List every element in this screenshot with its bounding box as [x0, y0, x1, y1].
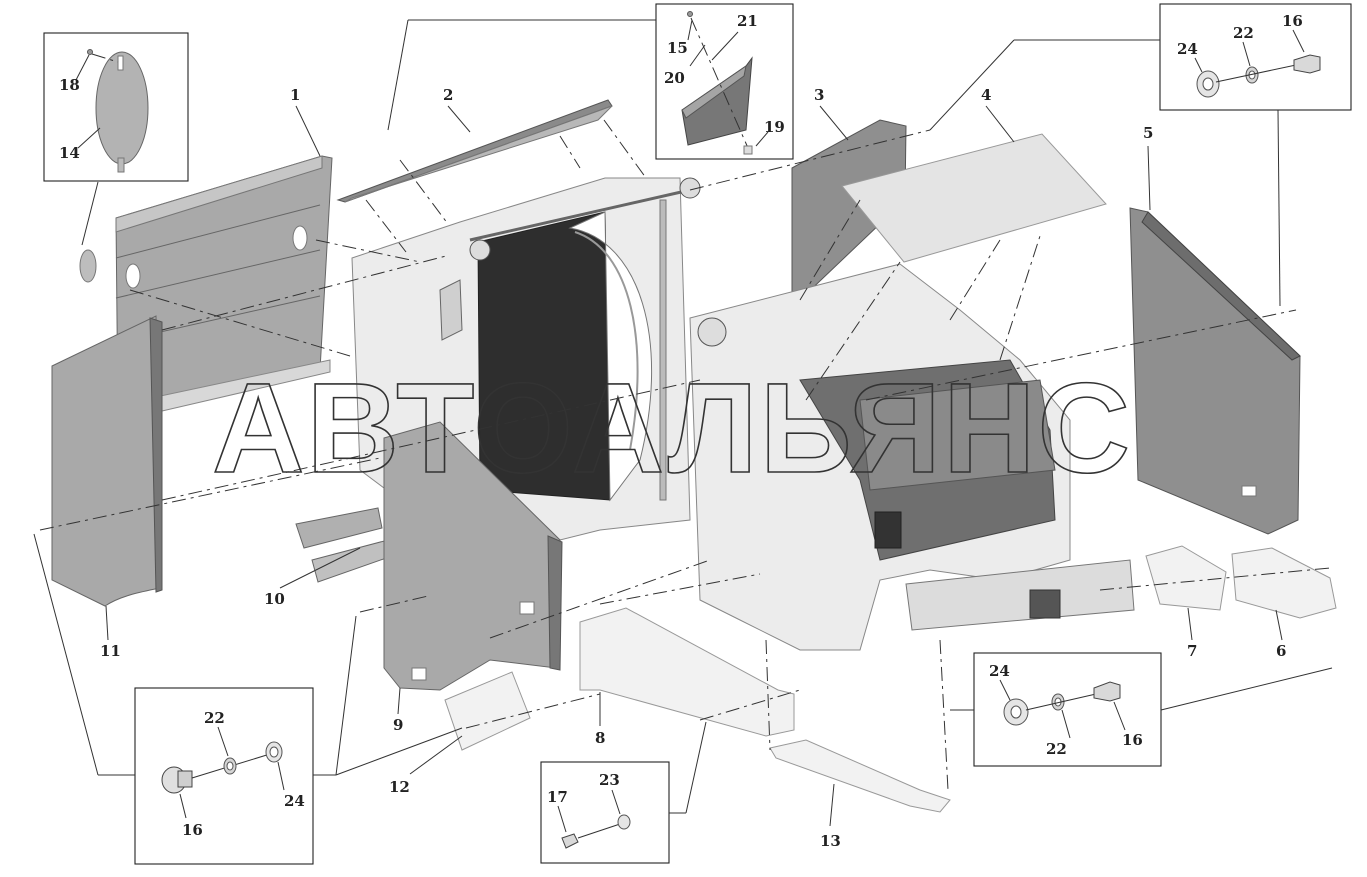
part-7-guard: [1145, 545, 1227, 611]
right-frame: [689, 263, 1135, 651]
callout-13: 13: [820, 832, 841, 850]
callout-18: 18: [59, 76, 80, 94]
watermark: АВТОАЛЬЯНС: [212, 357, 1132, 500]
part-13-bottom-bracket: [769, 739, 951, 813]
detail-box-fasteners-bottom-left: 22 24 16: [134, 687, 314, 865]
callout-22: 22: [204, 709, 225, 727]
callout-4: 4: [981, 86, 991, 104]
callout-5: 5: [1143, 124, 1153, 142]
part-11-left-side-panel: [51, 315, 163, 607]
callout-1: 1: [290, 86, 300, 104]
callout-leaders: [105, 105, 1283, 827]
callout-11: 11: [100, 642, 121, 660]
part-4-top-cover: [841, 133, 1107, 263]
part-12-lower-plate: [444, 671, 531, 751]
part-1-rear-panel: [115, 155, 333, 419]
detail-box-bracket-21: 15 21 20 19: [655, 3, 794, 160]
callout-14: 14: [59, 144, 80, 162]
callout-19: 19: [764, 118, 785, 136]
callout-22: 22: [1046, 740, 1067, 758]
callout-20: 20: [664, 69, 685, 87]
callouts-main: 1 2 3 4 5 6 7 8 9 10 11 12 13: [100, 86, 1286, 850]
callout-21: 21: [737, 12, 758, 30]
callout-22: 22: [1233, 24, 1254, 42]
assembly-lines: [39, 119, 1331, 791]
part-5-right-side-panel: [1129, 207, 1301, 535]
callout-3: 3: [814, 86, 824, 104]
part-9-front-side-panel: [383, 421, 563, 691]
callout-24: 24: [1177, 40, 1198, 58]
callout-17: 17: [547, 788, 568, 806]
part-2-top-cover: [336, 99, 613, 203]
callout-7: 7: [1187, 642, 1197, 660]
callout-15: 15: [667, 39, 688, 57]
callout-8: 8: [595, 729, 605, 747]
detail-leaders: [33, 19, 1333, 814]
detail-box-cover-14: 18 14: [43, 32, 189, 182]
callout-9: 9: [393, 716, 403, 734]
callout-2: 2: [443, 86, 453, 104]
callout-16: 16: [1122, 731, 1143, 749]
callout-10: 10: [264, 590, 285, 608]
detail-box-fasteners-top-right: 24 22 16: [1159, 3, 1352, 111]
part-10-lower-slats: [295, 507, 393, 583]
callout-6: 6: [1276, 642, 1286, 660]
detail-box-bolt-17: 17 23: [540, 761, 670, 864]
callout-24: 24: [284, 792, 305, 810]
callout-23: 23: [599, 771, 620, 789]
callout-16: 16: [182, 821, 203, 839]
callout-24: 24: [989, 662, 1010, 680]
callout-16: 16: [1282, 12, 1303, 30]
callout-12: 12: [389, 778, 410, 796]
detail-box-fasteners-bottom-right: 24 22 16: [973, 652, 1162, 767]
part-6-guard: [1231, 547, 1337, 619]
part-8-lower-cover: [579, 607, 795, 737]
